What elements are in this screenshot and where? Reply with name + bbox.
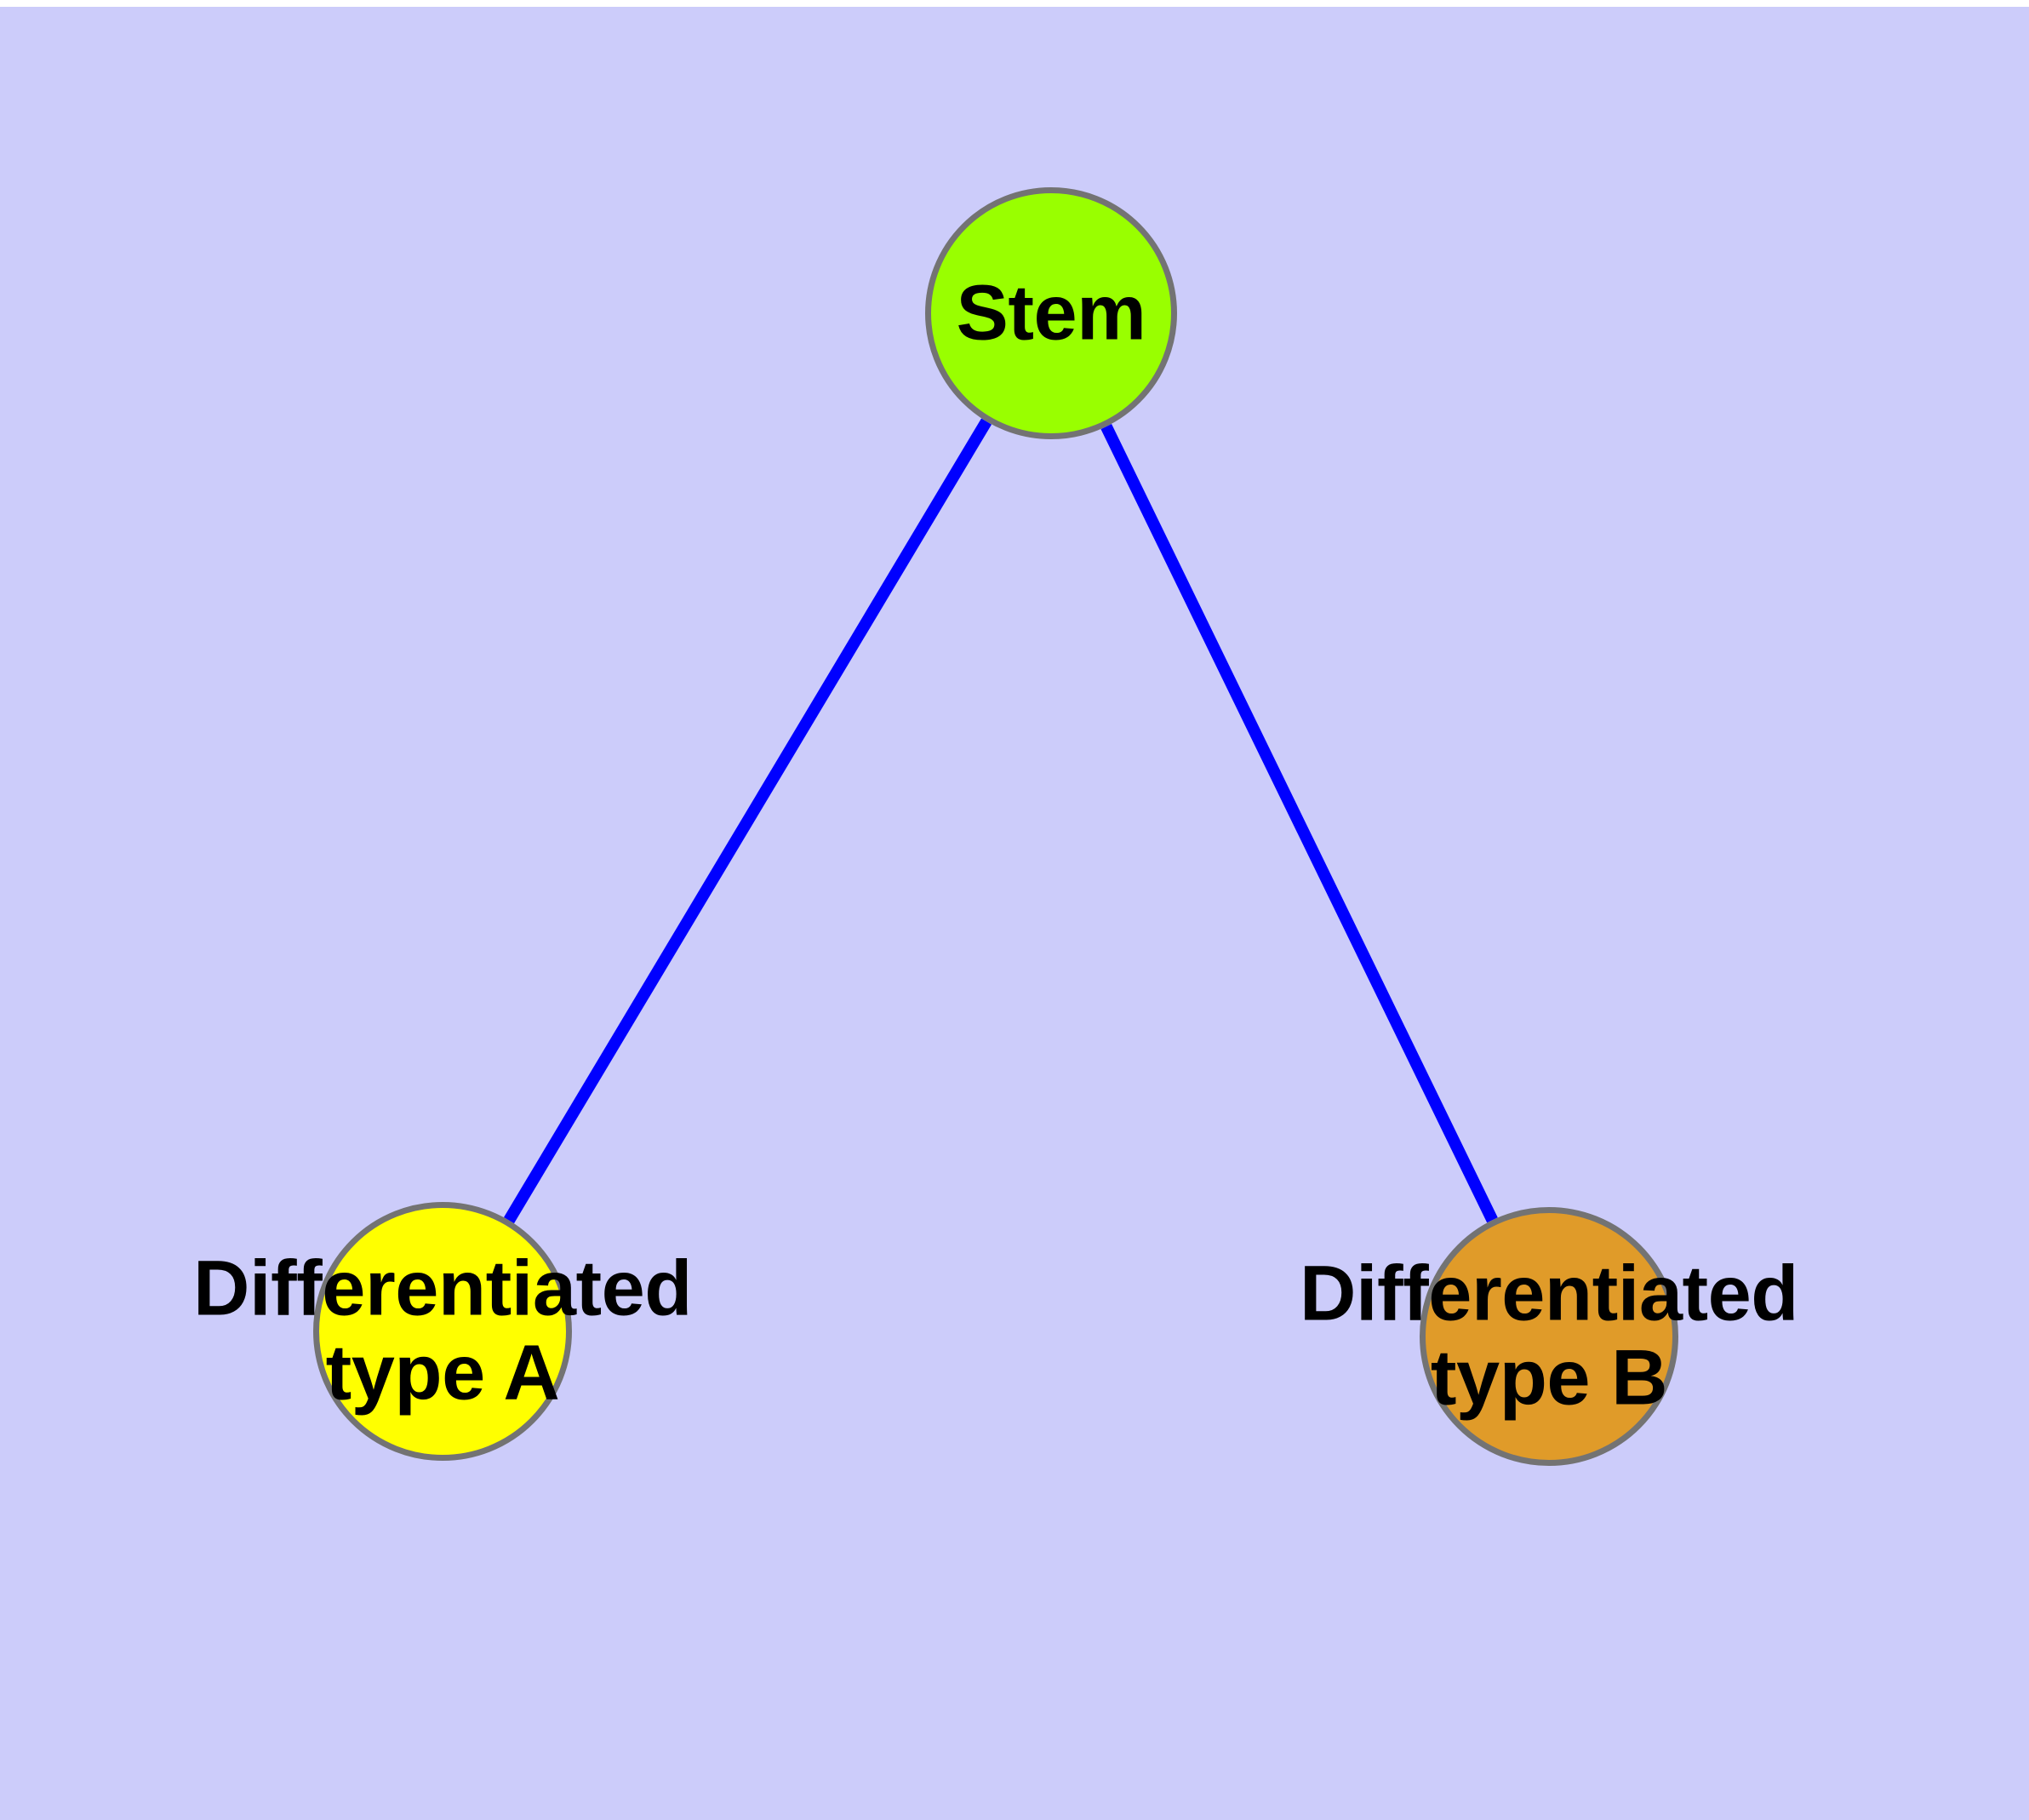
node-layer xyxy=(313,187,1678,1466)
edge-stem-diff-a[interactable] xyxy=(503,418,992,1224)
graph-node-diff_b[interactable] xyxy=(1420,1207,1678,1466)
edge-layer xyxy=(503,418,1498,1224)
edge-stem-diff-b[interactable] xyxy=(1100,424,1498,1223)
graph-node-diff_a[interactable] xyxy=(313,1202,572,1461)
graph-node-stem[interactable] xyxy=(925,187,1177,439)
